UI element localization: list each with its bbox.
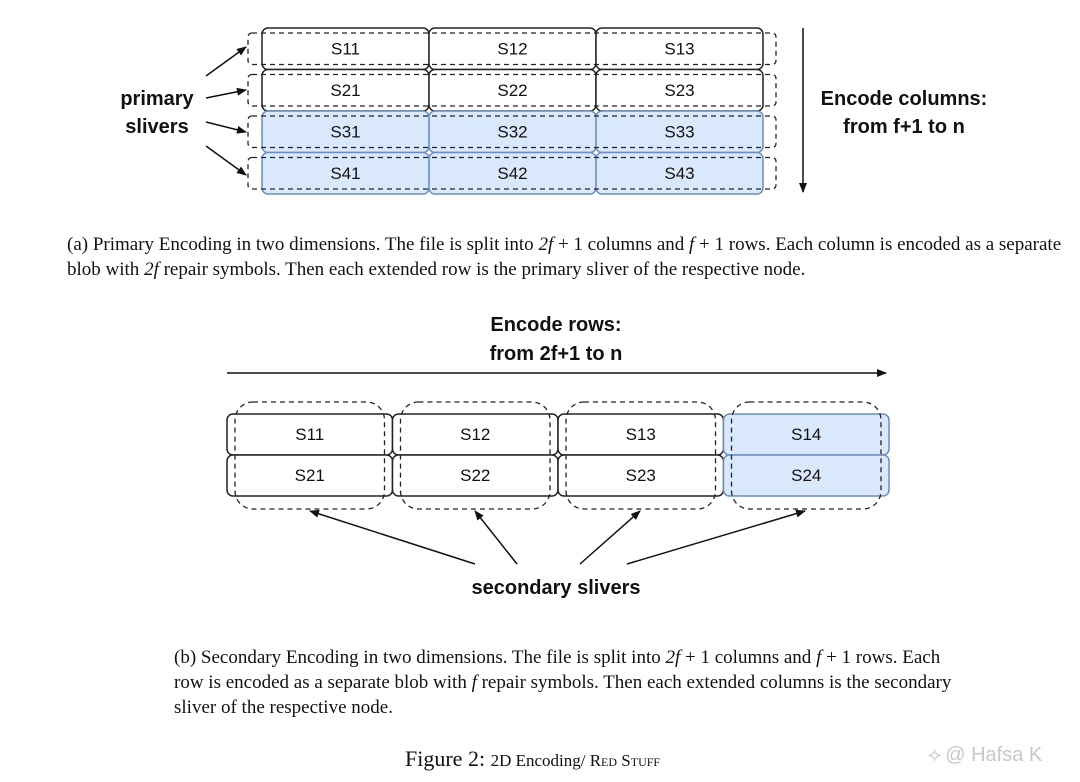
caption-b-text: repair symbols. Then each extended colum… xyxy=(174,672,952,718)
grid-b-cell-label: S11 xyxy=(295,425,324,444)
secondary-sliver-arrow xyxy=(474,510,518,565)
figure-title: Figure 2: 2D Encoding/ Red Stuff xyxy=(405,746,660,772)
grid-a-cell xyxy=(595,151,764,195)
primary-slivers-label-line2: slivers xyxy=(125,116,188,138)
caption-a-math: 2f xyxy=(538,234,554,255)
secondary-slivers-label: secondary slivers xyxy=(472,577,641,599)
grid-a-cell-label: S12 xyxy=(497,39,527,58)
secondary-sliver-outline xyxy=(565,401,717,510)
watermark-text: @ Hafsa K xyxy=(945,744,1043,766)
caption-b-text: (b) Secondary Encoding in two dimensions… xyxy=(174,647,666,668)
grid-b-cell-label: S22 xyxy=(460,466,490,485)
figure-title-sub: 2D Encoding/ xyxy=(490,751,590,770)
primary-slivers-label-line1: primary xyxy=(120,88,194,110)
grid-a-cell-label: S13 xyxy=(664,39,694,58)
caption-a-math: 2f xyxy=(144,259,159,280)
secondary-sliver-outline xyxy=(730,401,882,510)
binance-logo-icon: ⟡ xyxy=(928,744,942,766)
primary-sliver-outlines xyxy=(247,32,777,190)
primary-sliver-arrows xyxy=(205,46,247,176)
grid-b-cell-label: S14 xyxy=(791,425,821,444)
secondary-sliver-arrow xyxy=(579,510,641,565)
encode-rows-label-line1: Encode rows: xyxy=(490,314,621,336)
grid-a-cell-label: S33 xyxy=(664,122,694,141)
primary-sliver-arrow xyxy=(205,87,247,99)
watermark: ⟡@ Hafsa K xyxy=(928,744,1042,767)
encode-columns-label-line2: from f+1 to n xyxy=(843,116,965,138)
caption-a-text: + 1 rows. Each column is encoded as a se… xyxy=(67,234,1062,280)
secondary-sliver-outlines xyxy=(234,401,882,510)
encode-rows-label-line2: from 2f+1 to n xyxy=(490,343,623,365)
encode-columns-label-line1: Encode columns: xyxy=(821,88,988,110)
caption-primary-encoding: (a) Primary Encoding in two dimensions. … xyxy=(67,232,1067,282)
secondary-sliver-arrow xyxy=(309,509,476,565)
grid-a-cell-label: S11 xyxy=(331,39,360,58)
secondary-sliver-outline xyxy=(234,401,386,510)
grid-b-cell-label: S21 xyxy=(295,466,325,485)
grid-b-cell-label: S12 xyxy=(460,425,490,444)
caption-b-text: + 1 rows. Each row is encoded as a separ… xyxy=(174,647,941,693)
grid-a-cell-label: S22 xyxy=(497,81,527,100)
grid-a-cell-label: S31 xyxy=(330,122,360,141)
primary-sliver-arrow xyxy=(205,145,247,176)
secondary-sliver-arrows xyxy=(309,509,806,565)
primary-sliver-arrow xyxy=(205,46,247,77)
grid-b-cell-label: S13 xyxy=(626,425,656,444)
primary-sliver-outline xyxy=(247,156,777,190)
primary-sliver-outline xyxy=(247,32,777,66)
figure-title-smallcaps: Red Stuff xyxy=(589,751,661,770)
caption-a-math: f xyxy=(689,234,695,255)
caption-secondary-encoding: (b) Secondary Encoding in two dimensions… xyxy=(174,645,954,720)
primary-sliver-outline xyxy=(247,115,777,149)
grid-b-cell-label: S24 xyxy=(791,466,821,485)
grid-a-cell-label: S23 xyxy=(664,81,694,100)
grid-a-cell-label: S42 xyxy=(497,164,527,183)
figure-title-main: Figure 2: xyxy=(405,746,491,771)
secondary-sliver-arrow xyxy=(626,509,806,565)
caption-b-math: 2f xyxy=(665,647,681,668)
grid-b-cell-label: S23 xyxy=(626,466,656,485)
primary-sliver-outline xyxy=(247,73,777,107)
grid-a-cell-label: S43 xyxy=(664,164,694,183)
grid-a-cell-label: S21 xyxy=(330,81,360,100)
primary-sliver-arrow xyxy=(205,121,247,134)
caption-a-text: repair symbols. Then each extended row i… xyxy=(158,259,806,280)
caption-b-math: f xyxy=(816,647,822,668)
grid-a-cell-label: S41 xyxy=(330,164,360,183)
secondary-sliver-outline xyxy=(399,401,551,510)
caption-a-text: (a) Primary Encoding in two dimensions. … xyxy=(67,234,539,255)
caption-b-math: f xyxy=(471,672,477,693)
caption-a-text: + 1 columns and xyxy=(553,234,690,255)
grid-b-cell xyxy=(722,454,890,497)
caption-b-text: + 1 columns and xyxy=(680,647,817,668)
grid-a-cell-label: S32 xyxy=(497,122,527,141)
